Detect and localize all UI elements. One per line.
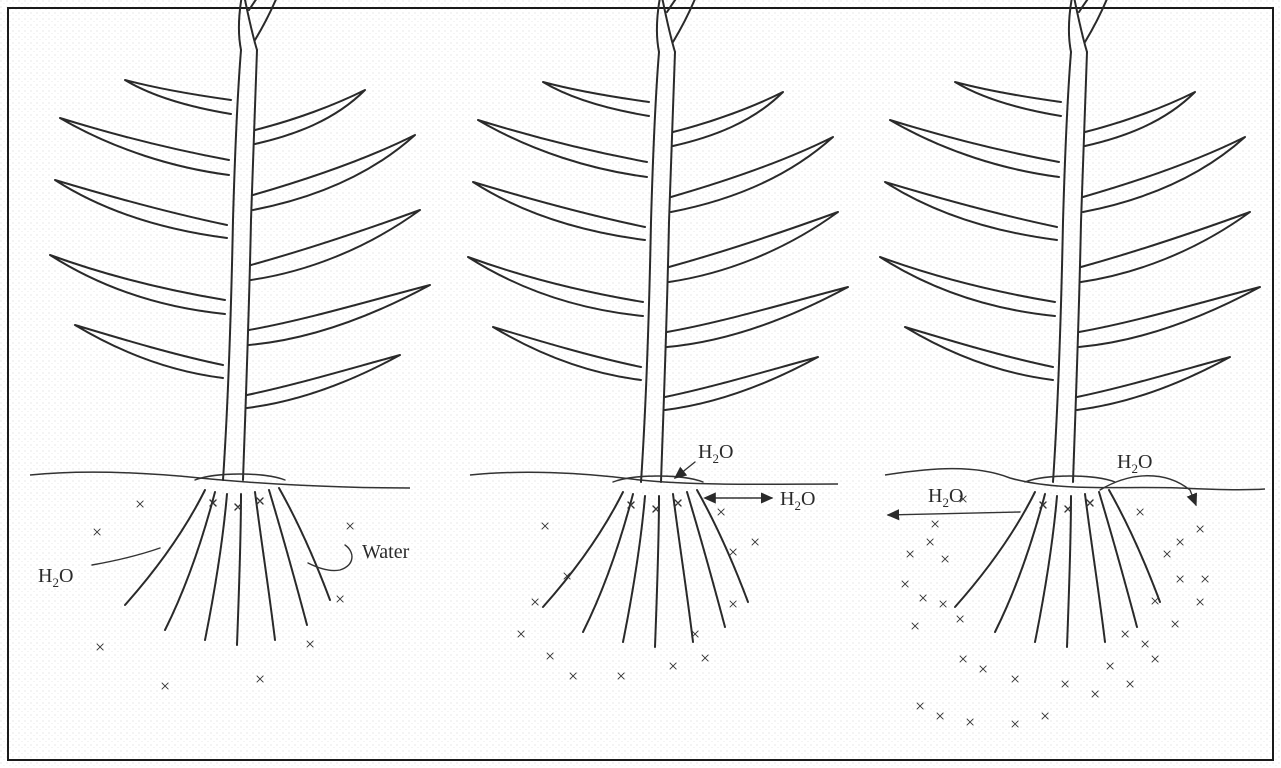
svg-text:×: × [938, 594, 948, 614]
svg-text:×: × [978, 659, 988, 679]
svg-text:×: × [92, 522, 102, 542]
svg-text:×: × [900, 574, 910, 594]
svg-text:×: × [1162, 544, 1172, 564]
svg-text:×: × [1090, 684, 1100, 704]
svg-text:×: × [1175, 532, 1185, 552]
svg-text:×: × [1125, 674, 1135, 694]
svg-text:×: × [905, 544, 915, 564]
svg-text:×: × [910, 616, 920, 636]
svg-text:×: × [716, 502, 726, 522]
svg-text:×: × [918, 588, 928, 608]
svg-text:×: × [690, 624, 700, 644]
svg-text:×: × [545, 646, 555, 666]
svg-text:×: × [1150, 649, 1160, 669]
svg-text:×: × [1135, 502, 1145, 522]
svg-text:×: × [1195, 519, 1205, 539]
svg-text:×: × [562, 566, 572, 586]
svg-text:×: × [1010, 669, 1020, 689]
svg-text:×: × [915, 696, 925, 716]
svg-text:×: × [728, 594, 738, 614]
svg-text:×: × [1120, 624, 1130, 644]
svg-text:×: × [1170, 614, 1180, 634]
svg-text:×: × [700, 648, 710, 668]
svg-text:×: × [1195, 592, 1205, 612]
svg-text:×: × [668, 656, 678, 676]
svg-text:×: × [1200, 569, 1210, 589]
svg-text:×: × [530, 592, 540, 612]
svg-text:×: × [135, 494, 145, 514]
svg-text:×: × [750, 532, 760, 552]
svg-text:×: × [1150, 591, 1160, 611]
svg-text:×: × [305, 634, 315, 654]
svg-text:×: × [616, 666, 626, 686]
svg-text:×: × [1010, 714, 1020, 734]
svg-text:×: × [516, 624, 526, 644]
svg-text:×: × [925, 532, 935, 552]
svg-text:×: × [568, 666, 578, 686]
svg-text:×: × [1060, 674, 1070, 694]
svg-text:×: × [345, 516, 355, 536]
water-label: Water [362, 541, 410, 563]
svg-text:×: × [1105, 656, 1115, 676]
svg-text:×: × [1140, 634, 1150, 654]
svg-text:×: × [728, 542, 738, 562]
svg-text:×: × [335, 589, 345, 609]
svg-text:×: × [255, 669, 265, 689]
svg-text:×: × [935, 706, 945, 726]
svg-text:×: × [955, 609, 965, 629]
svg-text:×: × [160, 676, 170, 696]
svg-text:×: × [95, 637, 105, 657]
svg-text:×: × [958, 649, 968, 669]
svg-text:×: × [930, 514, 940, 534]
svg-text:×: × [965, 712, 975, 732]
svg-text:×: × [940, 549, 950, 569]
svg-text:×: × [1175, 569, 1185, 589]
svg-text:×: × [1040, 706, 1050, 726]
svg-text:×: × [540, 516, 550, 536]
